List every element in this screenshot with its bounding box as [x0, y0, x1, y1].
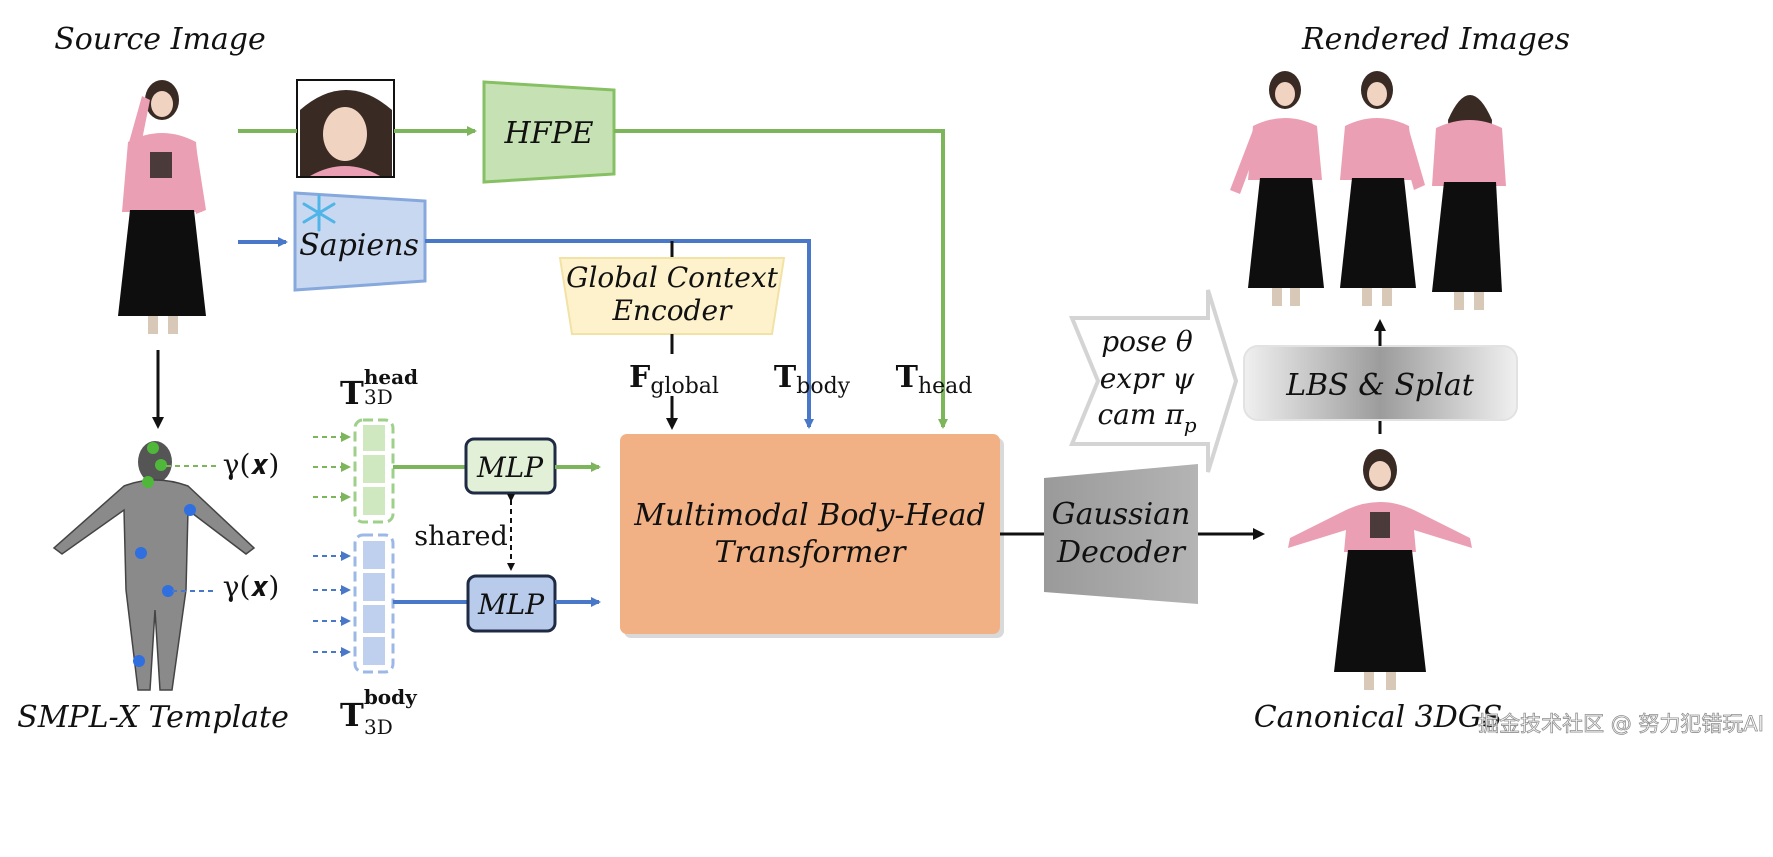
- head-token-stack: [353, 418, 395, 524]
- body-token-inputs: [313, 551, 351, 657]
- pose-param: pose θ: [1101, 325, 1193, 358]
- t3d-head-label: Thead: [340, 365, 418, 412]
- gaussian-label-line2: Decoder: [1056, 535, 1187, 570]
- arrow-sapiens-to-transformer: [425, 239, 814, 429]
- gaussian-decoder-block: [1044, 464, 1198, 604]
- head-token-inputs: [313, 432, 351, 502]
- hfpe-block: [482, 80, 616, 184]
- gamma-body-label: γ(𝒙): [223, 570, 280, 603]
- rendered-images-label: Rendered Images: [1301, 22, 1570, 57]
- watermark: 掘金技术社区 @ 努力犯错玩AI: [1478, 712, 1764, 736]
- mlp-top-label: MLP: [476, 451, 544, 484]
- t3d-body-label: Tbody: [340, 685, 418, 734]
- source-image-label: Source Image: [54, 22, 266, 57]
- global-context-encoder-block: [558, 257, 786, 335]
- global-context-label-line1: Global Context: [566, 261, 779, 294]
- expr-param: expr ψ: [1100, 362, 1196, 395]
- global-context-label-line2: Encoder: [612, 294, 734, 327]
- rendered-person-2: [1340, 71, 1425, 306]
- params-chevron: [1069, 289, 1239, 473]
- gamma-head-label: γ(𝒙): [223, 448, 280, 481]
- mlp-bottom-label: MLP: [477, 588, 545, 621]
- canonical-person-figure: [1288, 449, 1472, 690]
- canonical-3dgs-label: Canonical 3DGS: [1254, 700, 1503, 735]
- source-person-figure: [118, 80, 206, 334]
- face-crop-image: [300, 90, 392, 176]
- transformer-label-line2: Transformer: [714, 535, 907, 570]
- t-body-label: Tbody: [774, 360, 851, 399]
- transformer-label-line1: Multimodal Body-Head: [633, 498, 985, 533]
- snowflake-icon: [302, 194, 336, 232]
- t3d-head-sub: 3D: [364, 385, 393, 409]
- head-token-cells: [361, 423, 387, 517]
- gaussian-label-line1: Gaussian: [1052, 497, 1191, 532]
- lbs-splat-label: LBS & Splat: [1285, 368, 1475, 403]
- rendered-person-1: [1230, 71, 1324, 306]
- rendered-person-3: [1432, 95, 1506, 310]
- sapiens-label: Sapiens: [299, 228, 419, 263]
- cam-param: cam πp: [1097, 398, 1196, 437]
- multimodal-transformer-block: [620, 434, 1000, 634]
- hfpe-label: HFPE: [503, 116, 593, 151]
- joint-dots: [133, 442, 196, 667]
- f-global-label: Fglobal: [629, 360, 719, 399]
- t3d-body-sub: 3D: [364, 715, 393, 739]
- arrow-hfpe-to-transformer: [614, 129, 948, 429]
- smplx-template-label: SMPL-X Template: [17, 700, 289, 735]
- shared-label: shared: [414, 521, 508, 552]
- t-head-label: Thead: [896, 360, 973, 399]
- body-token-cells: [361, 539, 387, 667]
